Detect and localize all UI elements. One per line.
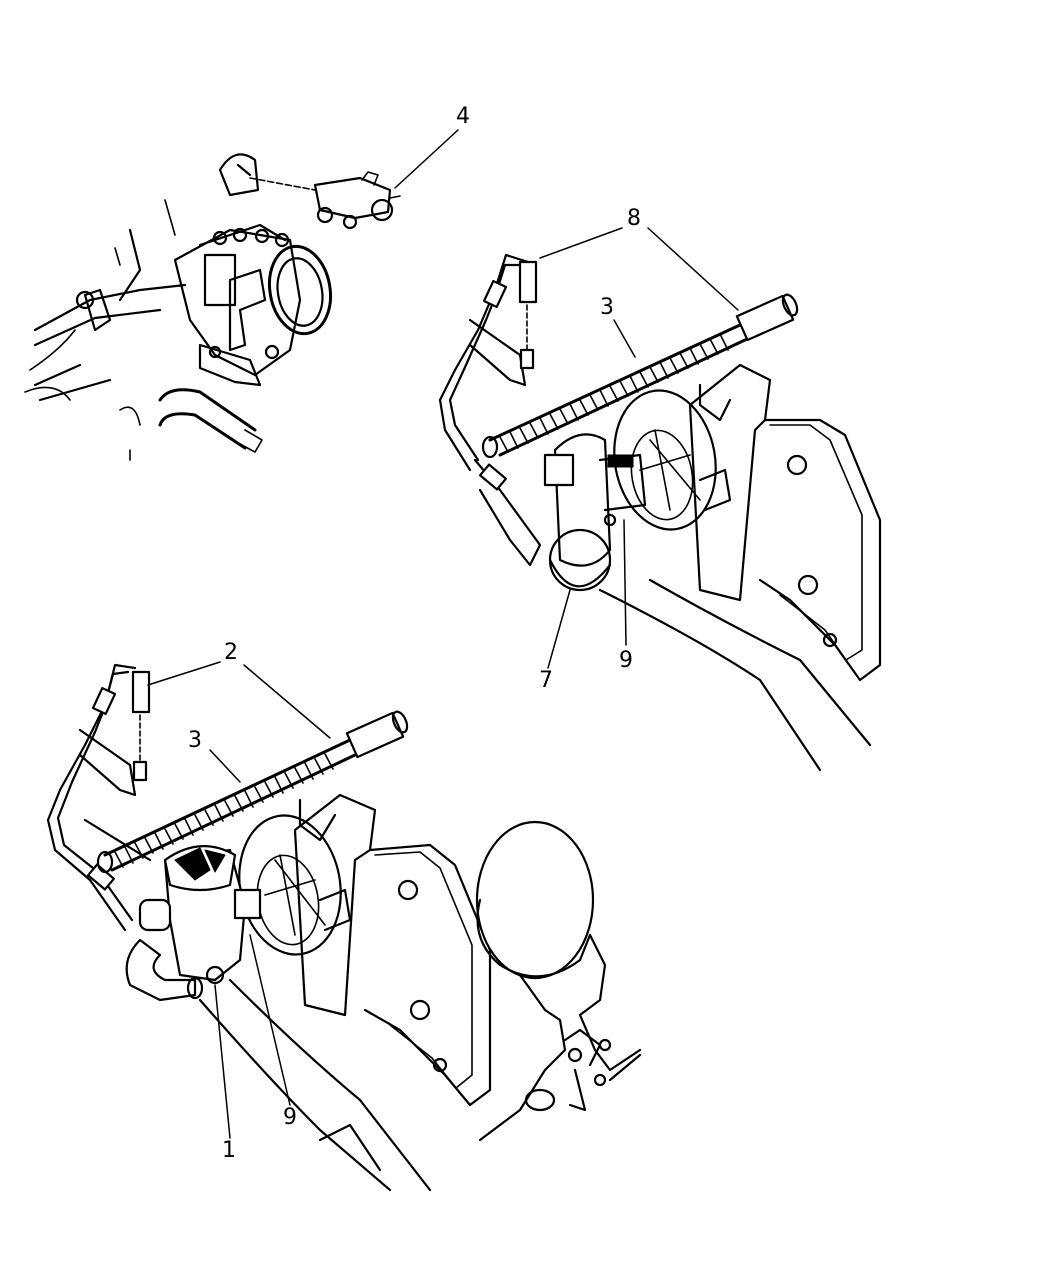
leader-8-left — [539, 227, 623, 259]
upper-right-assembly — [438, 253, 882, 772]
throttle-body-assembly — [24, 153, 401, 461]
leader-3-lower — [209, 749, 241, 783]
ribbed-hose-upper — [499, 333, 729, 453]
callout-4: 4 — [456, 104, 470, 129]
callout-9-upper: 9 — [619, 648, 633, 673]
ribbed-hose-lower — [114, 753, 334, 868]
canister-assembly — [475, 820, 642, 1142]
callout-9-lower: 9 — [283, 1105, 297, 1130]
leader-7 — [547, 589, 571, 669]
leader-3-upper — [613, 319, 636, 358]
callout-8: 8 — [627, 206, 641, 231]
leader-1 — [214, 984, 231, 1139]
leader-4 — [394, 129, 459, 189]
callout-1: 1 — [222, 1138, 236, 1163]
leader-lines — [147, 129, 739, 1139]
leader-8-right — [647, 227, 739, 311]
callout-2: 2 — [224, 640, 238, 665]
leader-2-right — [243, 664, 331, 739]
leader-2-left — [147, 661, 221, 686]
callout-7: 7 — [539, 668, 553, 693]
callout-3-upper: 3 — [600, 295, 614, 320]
callout-3-lower: 3 — [188, 728, 202, 753]
lower-left-assembly — [46, 663, 492, 1192]
leader-9-upper — [623, 519, 627, 646]
leader-9-lower — [249, 934, 291, 1106]
